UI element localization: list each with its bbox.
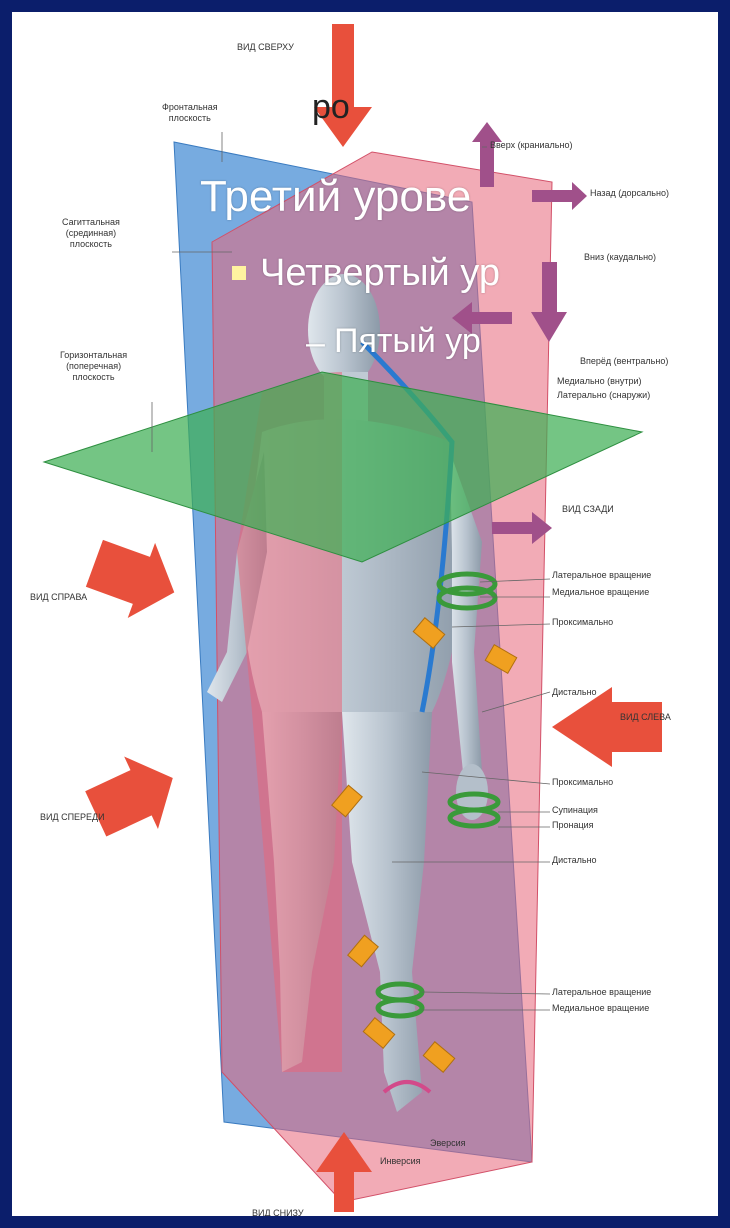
- label-medial-rotation-2: Медиальное вращение: [552, 1003, 649, 1014]
- label-right-view: ВИД СПРАВА: [30, 592, 87, 603]
- slide-title-fragment: ро: [312, 88, 350, 127]
- label-rear-view: ВИД СЗАДИ: [562, 504, 614, 515]
- arrow-right-view: [81, 526, 188, 630]
- label-bottom-view: ВИД СНИЗУ: [252, 1208, 304, 1216]
- label-down: Вниз (каудально): [584, 252, 656, 263]
- label-front-view: ВИД СПЕРЕДИ: [40, 812, 105, 823]
- arrow-left-view: [552, 687, 662, 767]
- label-top-view: ВИД СВЕРХУ: [237, 42, 294, 53]
- label-upward: Вверх (краниально): [490, 140, 572, 151]
- label-backward: Назад (дорсально): [590, 188, 669, 199]
- label-left-view: ВИД СЛЕВА: [620, 712, 671, 723]
- label-forward: Вперёд (вентрально): [580, 356, 668, 367]
- label-lateral: Латерально (снаружи): [557, 390, 650, 401]
- label-pronation: Пронация: [552, 820, 594, 831]
- label-distal: Дистально: [552, 687, 597, 698]
- label-medial: Медиально (внутри): [557, 376, 642, 387]
- arrow-top-view: [314, 24, 372, 147]
- bullet-dash-icon: –: [306, 324, 325, 363]
- label-lateral-rotation: Латеральное вращение: [552, 570, 651, 581]
- bullet-level-3: Третий урове: [200, 172, 471, 222]
- label-proximal: Проксимально: [552, 617, 613, 628]
- label-lateral-rotation-2: Латеральное вращение: [552, 987, 651, 998]
- label-proximal-2: Проксимально: [552, 777, 613, 788]
- label-frontal-plane: Фронтальная плоскость: [162, 102, 218, 124]
- label-medial-rotation: Медиальное вращение: [552, 587, 649, 598]
- arrow-front-view: [79, 742, 190, 850]
- label-supination: Супинация: [552, 805, 598, 816]
- bullet-level-5: Пятый ур: [334, 322, 481, 361]
- label-eversion: Эверсия: [430, 1138, 466, 1149]
- bullet-level-4: Четвертый ур: [260, 252, 500, 295]
- bullet-square-icon: [232, 266, 246, 280]
- slide: ВИД СВЕРХУ Фронтальная плоскость Сагитта…: [12, 12, 718, 1216]
- label-distal-2: Дистально: [552, 855, 597, 866]
- transverse-plane: [44, 372, 642, 562]
- label-sagittal-plane: Сагиттальная (срединная) плоскость: [62, 217, 120, 250]
- label-transverse-plane: Горизонтальная (поперечная) плоскость: [60, 350, 127, 383]
- label-inversion: Инверсия: [380, 1156, 421, 1167]
